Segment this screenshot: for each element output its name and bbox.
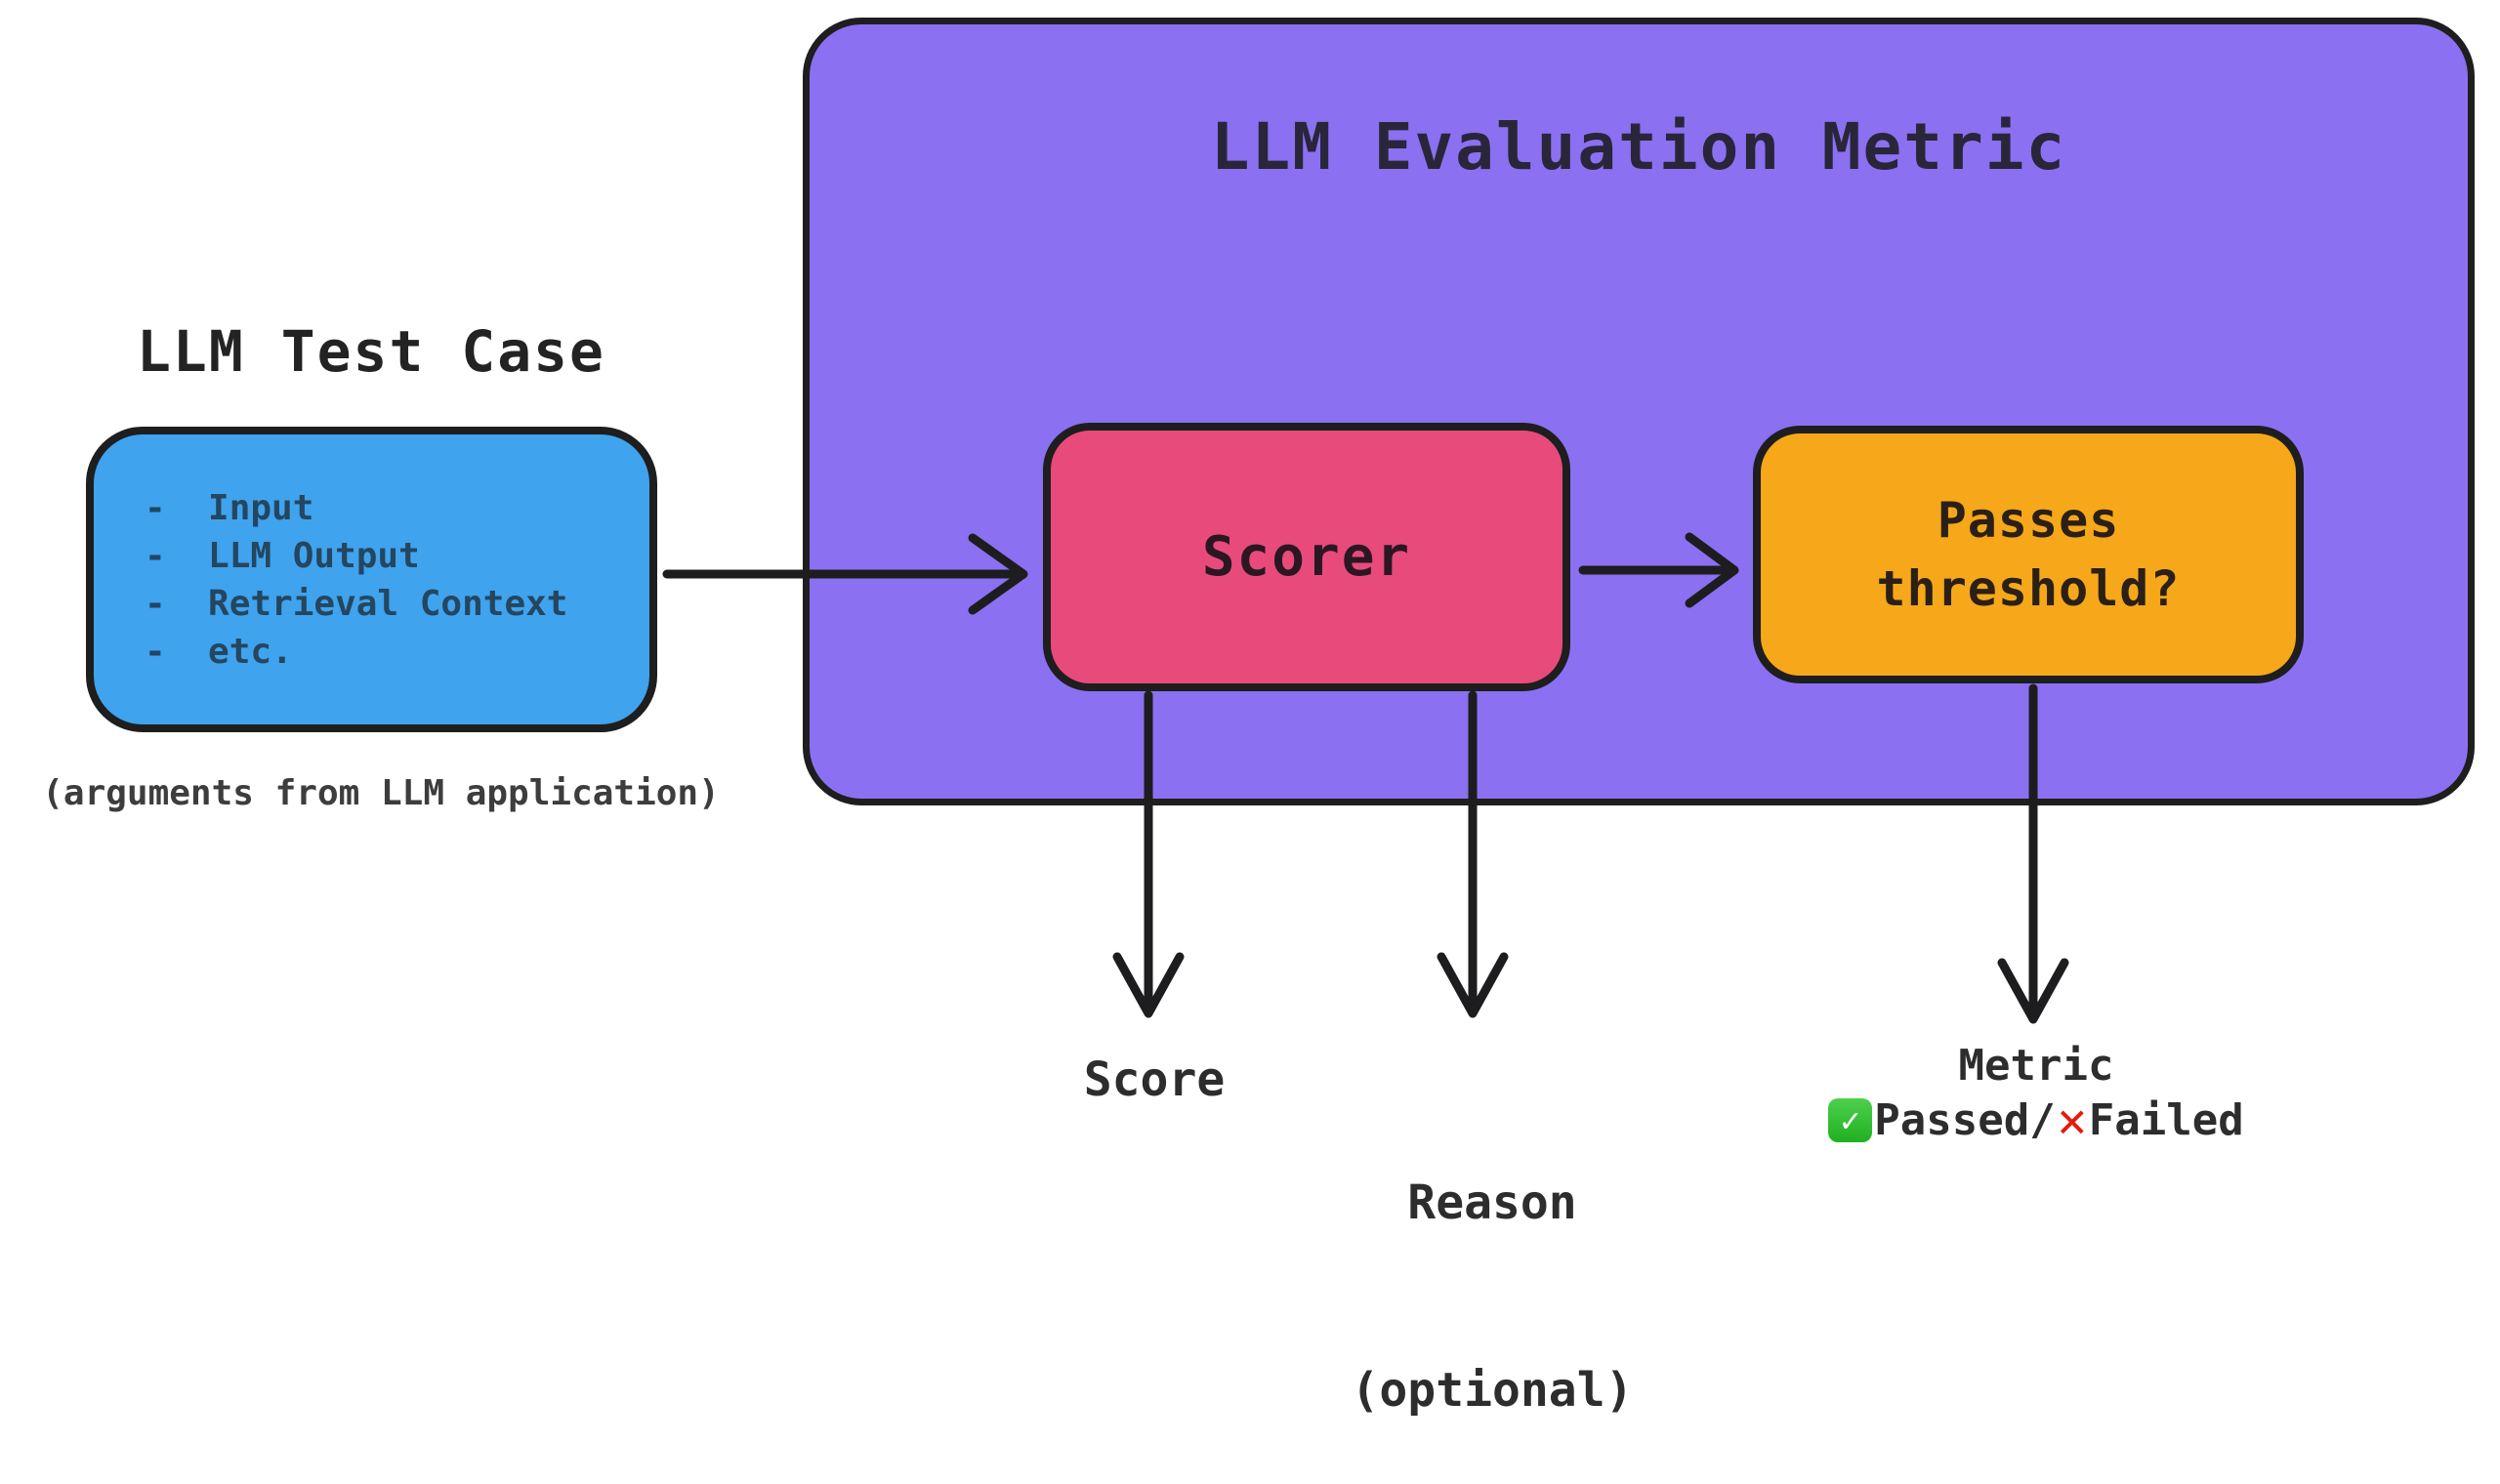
score-output-label: Score [1083,1052,1226,1107]
test-case-item-input: - Input [145,487,314,528]
test-case-caption: (arguments from LLM application) [42,773,720,813]
passes-threshold-box: Passes threshold? [1753,426,2304,683]
failed-label: Failed [2088,1095,2244,1145]
passed-label: Passed/ [1874,1095,2056,1145]
test-case-item-etc: - etc. [145,631,293,672]
test-case-item-retrieval-context: - Retrieval Context [145,583,568,624]
evaluation-metric-title: LLM Evaluation Metric [1210,109,2067,185]
metric-output-label: Metric [1958,1041,2114,1091]
test-case-item-llm-output: - LLM Output [145,535,420,576]
passes-threshold-label-line1: Passes [1937,492,2120,549]
check-passed-icon: ✓ [1828,1098,1873,1142]
passes-threshold-label-line2: threshold? [1876,560,2181,617]
metric-pass-fail-row: ✓ Passed/ ✕ Failed [1792,1095,2280,1145]
reason-output-line2: (optional) [1351,1363,1634,1418]
scorer-box: Scorer [1043,423,1570,691]
reason-output-line1: Reason [1407,1175,1577,1230]
test-case-box: - Input - LLM Output - Retrieval Context… [86,427,657,732]
cross-failed-icon: ✕ [2057,1092,2087,1148]
scorer-label: Scorer [1201,525,1412,589]
reason-output-label: Reason (optional) [1297,1047,1688,1484]
test-case-title: LLM Test Case [137,318,605,385]
